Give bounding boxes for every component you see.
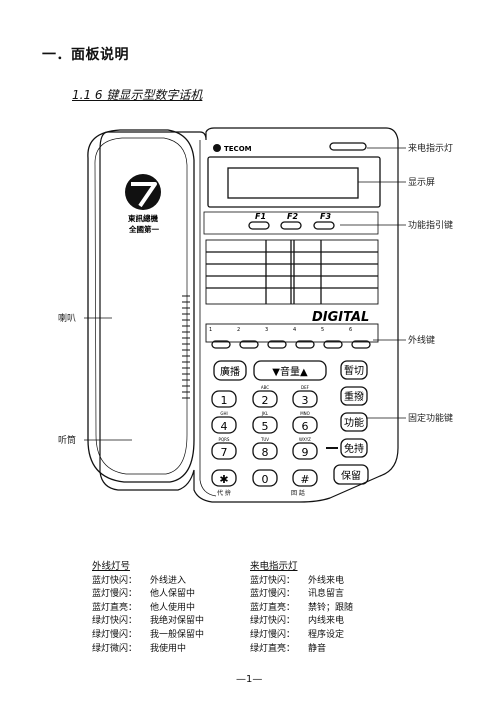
pickup-label: 代 拚: [217, 489, 231, 497]
callback-label: 回 話: [291, 489, 305, 497]
key-letters: DEF: [301, 385, 310, 390]
section-title: 一．面板说明: [42, 47, 129, 63]
fixed-function-keys: [333, 360, 369, 485]
broadcast-label: 廣播: [220, 365, 240, 378]
incoming-lights-title: 来电指示灯: [250, 561, 298, 572]
key-letters: WXYZ: [299, 437, 311, 442]
callout-incoming-light: 来电指示灯: [408, 142, 453, 154]
callout-fixed-function-keys: 固定功能键: [408, 412, 453, 424]
key-number: 1: [221, 394, 228, 407]
line-key-number: 4: [293, 327, 296, 333]
line-key-number: 1: [209, 327, 212, 333]
display-screen: [227, 167, 359, 199]
key-number: 2: [262, 394, 269, 407]
key-number: 4: [221, 420, 228, 433]
logo-text-2: 全國第一: [128, 224, 159, 234]
line-keys: [211, 340, 371, 349]
legend-row: 绿灯微闪：我使用中: [92, 643, 187, 654]
volume-label: ▼音量▲: [272, 365, 308, 378]
key-number: ✱: [219, 473, 228, 486]
key-number: 7: [221, 446, 228, 459]
f1-key: [248, 221, 270, 230]
legend-row: 蓝灯慢闪：讯息留言: [250, 589, 345, 600]
callout-display: 显示屏: [408, 177, 435, 188]
line-key-number: 3: [265, 327, 268, 333]
hold-label: 保留: [341, 469, 361, 482]
legend-row: 蓝灯直亮：他人使用中: [92, 602, 196, 613]
key-number: 9: [302, 446, 309, 459]
key-number: 3: [302, 394, 309, 407]
line-key-number: 2: [237, 327, 240, 333]
key-letters: ABC: [261, 385, 269, 390]
key-number: 6: [302, 420, 309, 433]
key-letters: TUV: [260, 437, 269, 442]
legend-row: 绿灯慢闪：程序设定: [250, 629, 345, 640]
callout-handset: 听筒: [58, 434, 76, 446]
key-number: 0: [262, 473, 269, 486]
subtitle: 1.1 6 键显示型数字话机: [72, 88, 203, 102]
legend-row: 蓝灯直亮：禁铃；跟随: [250, 602, 354, 613]
line-lights-title: 外线灯号: [92, 561, 131, 572]
redial-label: 重撥: [344, 390, 364, 403]
key-letters: JKL: [261, 411, 269, 416]
phone-base: [99, 127, 399, 503]
key-number: #: [300, 473, 309, 486]
page-number: —1—: [236, 674, 263, 685]
callout-speaker: 喇叭: [58, 312, 76, 324]
incoming-lights-legend: 来电指示灯 蓝灯快闪：外线来电 蓝灯慢闪：讯息留言 蓝灯直亮：禁铃；跟随 绿灯快…: [250, 560, 353, 656]
key-number: 5: [262, 420, 269, 433]
legend-row: 绿灯直亮：静音: [250, 643, 327, 654]
dialpad-keys: [211, 390, 318, 487]
logo-icon: [125, 174, 161, 210]
hold-release-label: 暫切: [344, 364, 364, 377]
callout-line-keys: 外线键: [408, 334, 435, 346]
volume-key: [253, 360, 327, 381]
f1-label: F1: [255, 212, 266, 221]
line-lights-legend: 外线灯号 蓝灯快闪：外线进入 蓝灯慢闪：他人保留中 蓝灯直亮：他人使用中 绿灯快…: [92, 560, 204, 656]
legend-row: 绿灯快闪：内线来电: [250, 616, 345, 627]
f3-label: F3: [320, 212, 331, 221]
key-letters: GHI: [220, 411, 227, 416]
callout-function-guide-keys: 功能指引键: [408, 219, 453, 231]
key-letters: MNO: [300, 411, 310, 416]
legend-row: 蓝灯慢闪：他人保留中: [92, 589, 196, 600]
label-card: [205, 239, 379, 305]
brand-mark-icon: [213, 144, 221, 152]
key-number: 8: [262, 446, 269, 459]
legend-row: 绿灯慢闪：我一般保留中: [92, 629, 205, 640]
model-label: DIGITAL: [312, 310, 369, 325]
function-label: 功能: [344, 416, 364, 429]
f3-key: [313, 221, 335, 230]
f2-key: [280, 221, 302, 230]
broadcast-key: [213, 360, 247, 381]
incoming-light: [329, 142, 367, 151]
line-key-number: 6: [349, 327, 352, 333]
brand-name: TECOM: [224, 145, 252, 153]
f2-label: F2: [287, 212, 298, 221]
line-key-number: 5: [321, 327, 324, 333]
phone-diagram: 東訊總機 全國第一 TECOM F1 F2 F3 DIGITAL 1 2 3 4…: [58, 127, 453, 503]
legend-row: 蓝灯快闪：外线进入: [92, 575, 187, 586]
legend-row: 绿灯快闪：我绝对保留中: [92, 616, 205, 627]
speaker-label: 免持: [344, 442, 364, 455]
logo-text-1: 東訊總機: [128, 213, 158, 223]
key-letters: PQRS: [219, 437, 230, 442]
legend-row: 蓝灯快闪：外线来电: [250, 575, 345, 586]
